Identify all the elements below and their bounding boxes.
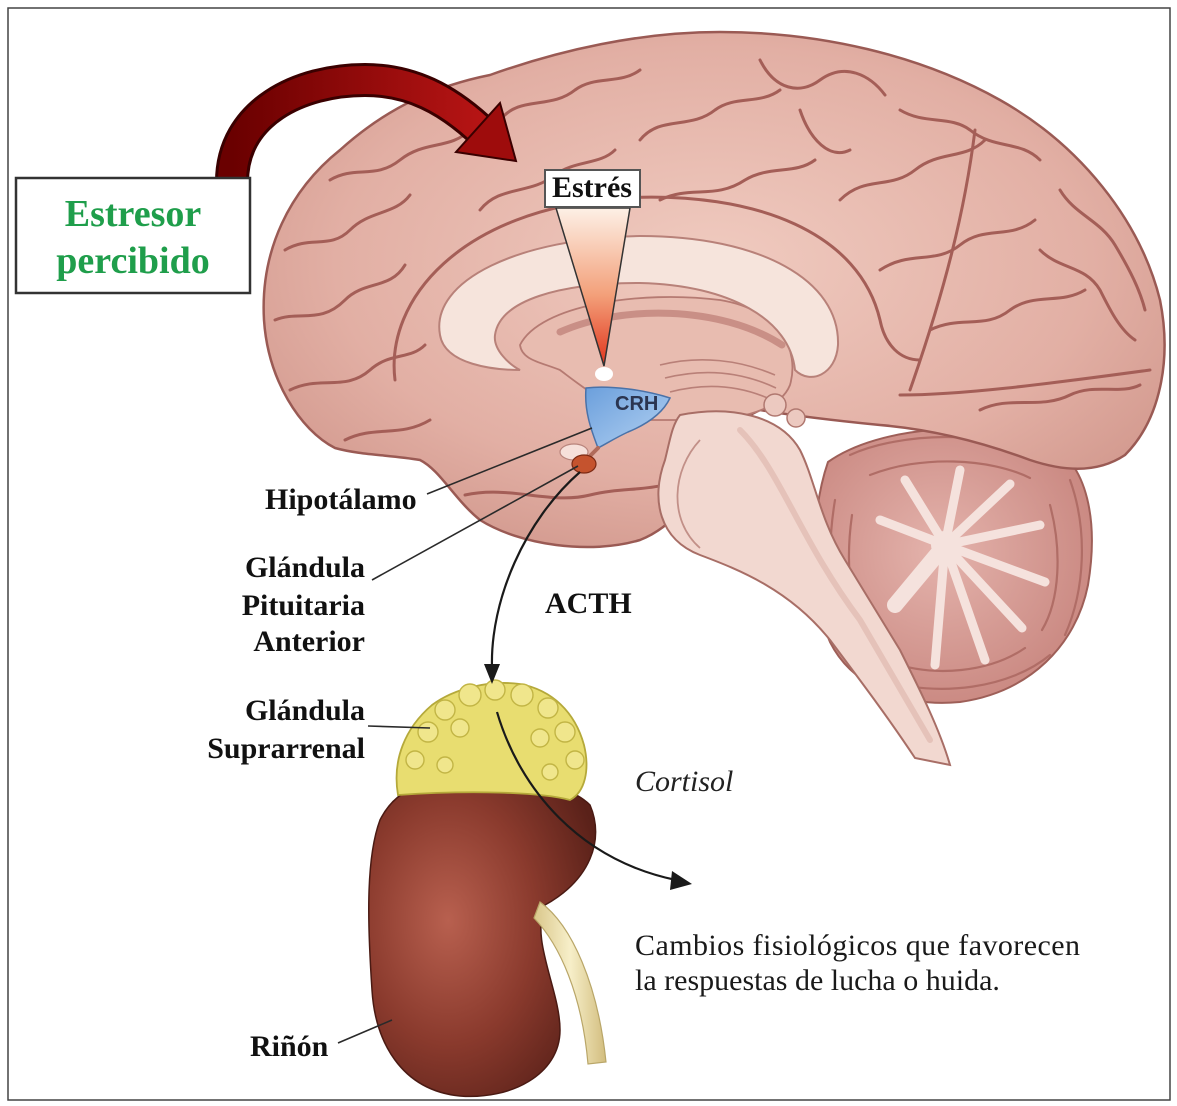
stress-label: Estrés	[552, 171, 632, 204]
pituitary-gland	[572, 455, 596, 473]
adrenal-lobule	[485, 680, 505, 700]
adrenal-label-line1: Glándula	[245, 694, 365, 727]
cortisol-label: Cortisol	[635, 765, 733, 798]
kidney-label: Riñón	[250, 1030, 329, 1063]
colliculus	[787, 409, 805, 427]
adrenal-lobule	[435, 700, 455, 720]
adrenal-lobule	[406, 751, 424, 769]
colliculus	[764, 394, 786, 416]
adrenal-lobule	[566, 751, 584, 769]
adrenal-lobule	[511, 684, 533, 706]
adrenal-lobule	[418, 722, 438, 742]
adrenal-lobule	[451, 719, 469, 737]
adrenal-label-line2: Suprarrenal	[207, 732, 365, 765]
stressor-label-line1: Estresor	[65, 193, 202, 235]
adrenal-lobule	[538, 698, 558, 718]
pituitary-label-line3: Anterior	[253, 625, 365, 658]
adrenal-lobule	[437, 757, 453, 773]
adrenal-lobule	[542, 764, 558, 780]
adrenal-lobule	[531, 729, 549, 747]
effects-text-line1: Cambios fisiológicos que favorecen	[635, 929, 1080, 962]
adrenal-lobule	[459, 684, 481, 706]
stressor-label-line2: percibido	[56, 240, 209, 282]
arbor-vitae-core	[931, 531, 959, 559]
effects-text-line2: la respuestas de lucha o huida.	[635, 964, 1000, 997]
hypothalamus-label: Hipotálamo	[265, 483, 417, 516]
crh-label: CRH	[615, 393, 658, 415]
acth-label: ACTH	[545, 587, 632, 620]
adrenal-lobule	[555, 722, 575, 742]
pituitary-label-line1: Glándula	[245, 551, 365, 584]
pituitary-label-line2: Pituitaria	[242, 589, 365, 622]
cone-tip-highlight	[595, 367, 613, 381]
